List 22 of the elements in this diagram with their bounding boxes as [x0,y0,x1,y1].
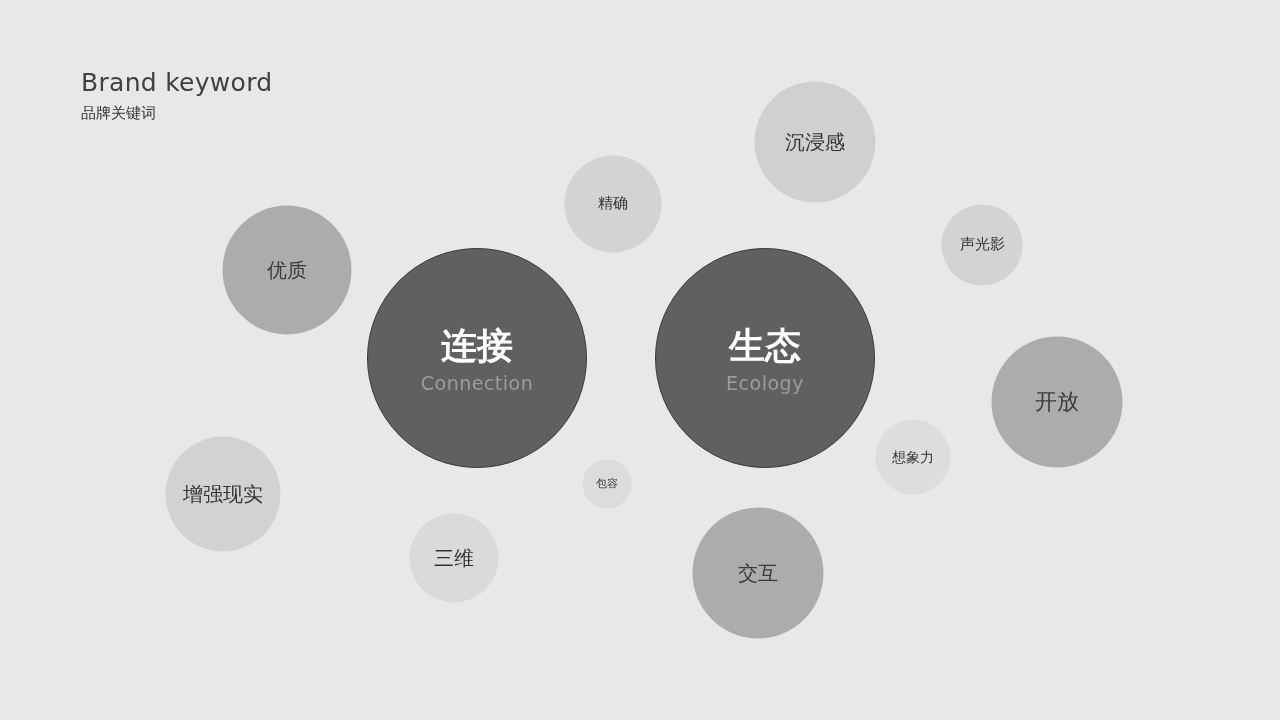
keyword-label: 增强现实 [183,482,263,506]
keyword-bubble [692,507,824,639]
keyword-circle [655,248,875,468]
keyword-bubble [222,205,352,335]
keyword-label: 开放 [1035,389,1079,415]
keyword-label: 精确 [598,195,628,213]
english-label: Ecology [726,372,804,395]
keyword-label: 想象力 [892,448,934,466]
keyword-label: 声光影 [959,236,1005,254]
keyword-bubble [991,336,1123,468]
english-label: Connection [420,372,534,395]
keyword-label: 沉浸感 [785,130,845,154]
subtitle: 品牌关键词 [81,104,156,122]
keyword-bubble [754,81,876,203]
keyword-label: 优质 [267,258,307,282]
keyword-label: 三维 [434,546,474,570]
keyword-label: 生态 [729,325,801,367]
keyword-label: 包容 [596,477,618,491]
keyword-label: 交互 [738,561,778,585]
diagram-title: Brand keyword [81,68,273,98]
keyword-label: 连接 [441,325,513,367]
keyword-circle [367,248,587,468]
